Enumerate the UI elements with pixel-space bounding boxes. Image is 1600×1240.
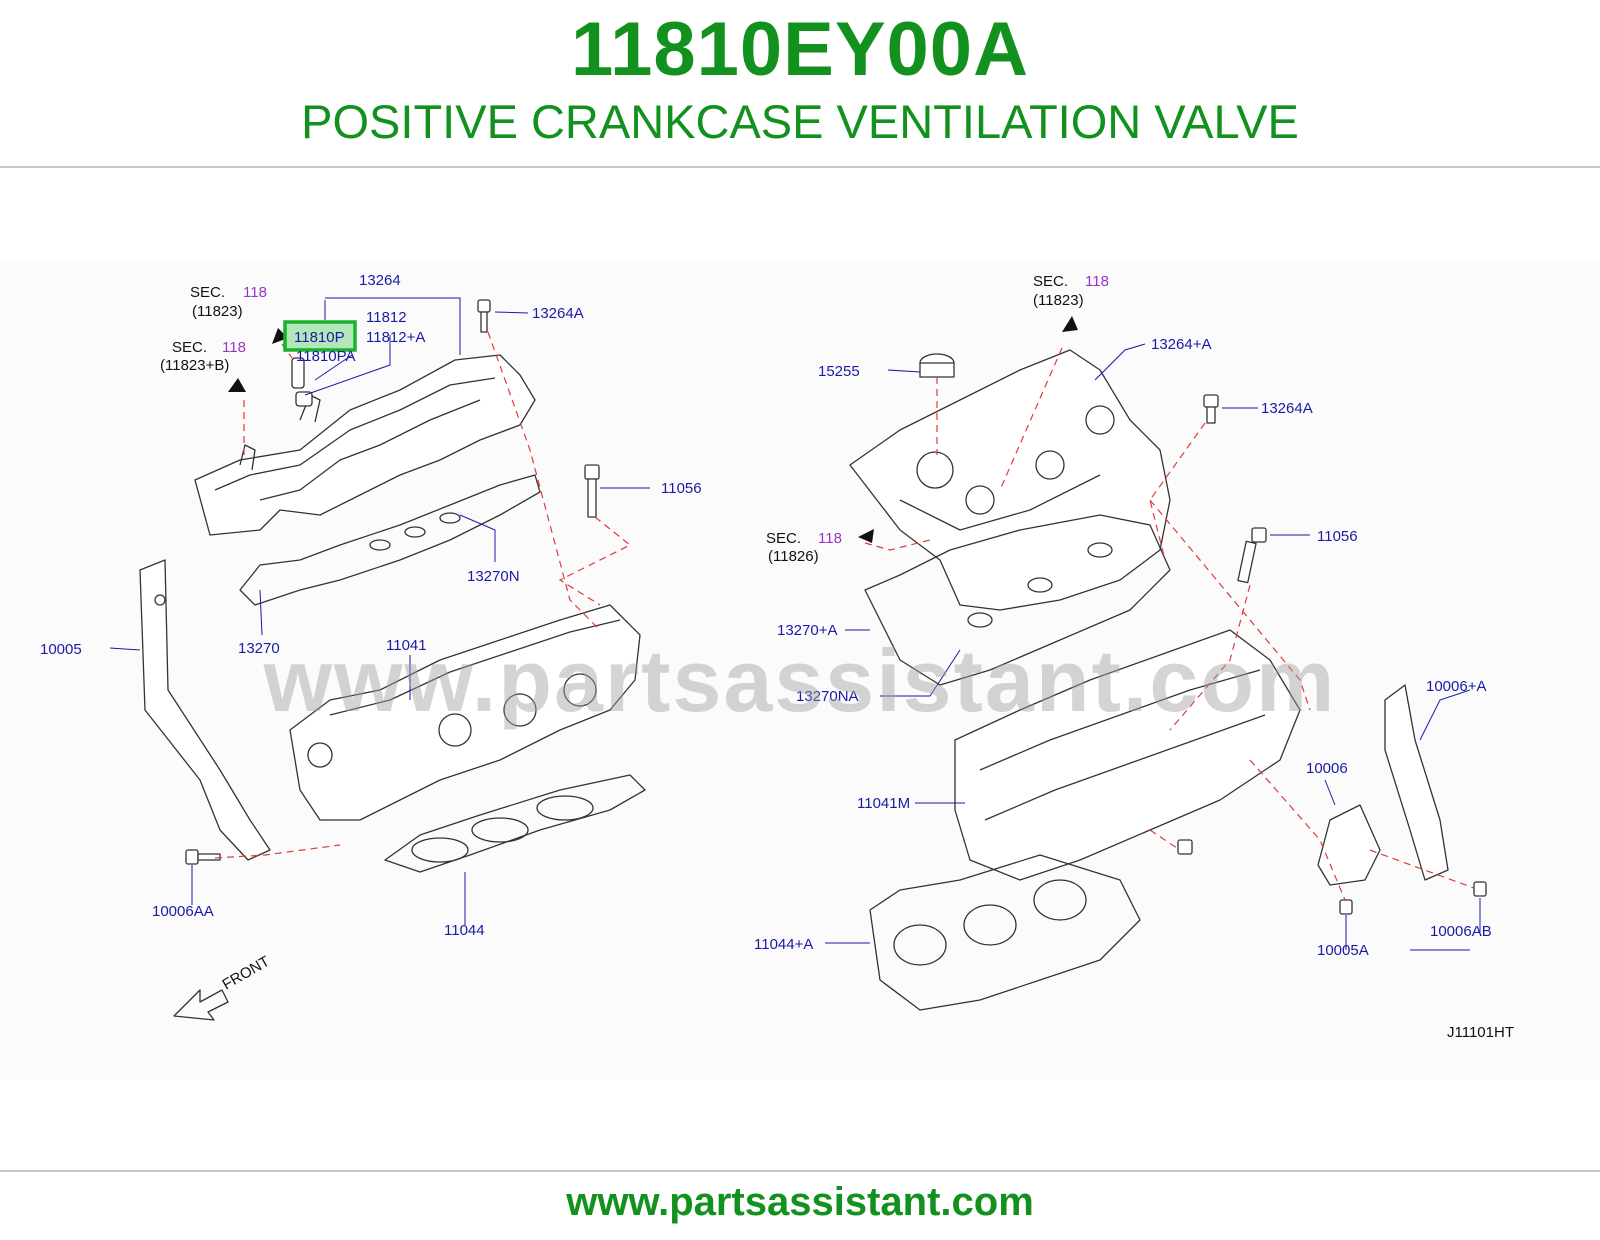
sec-ref: (11823) (1033, 292, 1084, 309)
right-bracket-10006 (1317, 804, 1381, 886)
part-label-10006ab[interactable]: 10006AB (1430, 923, 1492, 940)
footer-url-link[interactable]: www.partsassistant.com (566, 1180, 1034, 1224)
part-label-13264a[interactable]: 13264A (1261, 400, 1313, 417)
sec-arrow-icon (858, 529, 874, 543)
page-header: 11810EY00A POSITIVE CRANKCASE VENTILATIO… (0, 0, 1600, 170)
part-label-10005[interactable]: 10005 (40, 641, 82, 658)
part-label-11810pa[interactable]: 11810PA (296, 348, 356, 365)
sec-ref: (11823) (192, 303, 243, 320)
sec-number: 118 (1085, 273, 1109, 290)
part-label-15255[interactable]: 15255 (818, 363, 860, 380)
right-cylinder-head (954, 629, 1301, 881)
part-label-11044-a[interactable]: 11044+A (754, 936, 813, 953)
svg-text:SEC.: SEC. (190, 284, 225, 301)
part-label-13270na[interactable]: 13270NA (796, 688, 859, 705)
right-valve-cover (849, 349, 1171, 611)
part-label-13264a[interactable]: 13264A (532, 305, 584, 322)
sec-arrow-icon (228, 378, 246, 392)
front-arrow-icon (173, 989, 229, 1021)
part-number-title: 11810EY00A (571, 7, 1029, 92)
part-label-13270[interactable]: 13270 (238, 640, 280, 657)
highlight-box (283, 320, 357, 352)
part-label-13264[interactable]: 13264 (359, 272, 401, 289)
part-label-11810p[interactable]: 11810P (294, 329, 345, 346)
part-label-10006[interactable]: 10006 (1306, 760, 1348, 777)
pcv-valve-shape (291, 357, 305, 389)
sec-number: 118 (243, 284, 267, 301)
parts-diagram: SEC. 118 (11823) SEC. 118 (11823+B) 1326… (0, 260, 1600, 1080)
part-label-10005a[interactable]: 10005A (1317, 942, 1369, 959)
sec-arrow-icon (1062, 316, 1078, 332)
part-label-11056-right[interactable]: 11056 (1317, 528, 1358, 545)
sec-label: SEC. (1033, 273, 1068, 290)
diagram-code: J11101HT (1447, 1024, 1514, 1041)
sec-number: 118 (818, 530, 842, 547)
right-head-gasket (869, 854, 1141, 1011)
left-bolt-11056 (587, 478, 597, 518)
left-cylinder-head (289, 604, 641, 821)
part-label-11812[interactable]: 11812 (366, 309, 407, 326)
bottom-divider (0, 1170, 1600, 1172)
sec-label: SEC. (190, 284, 225, 301)
part-label-11056[interactable]: 11056 (661, 480, 702, 497)
sec-arrow-icon (272, 328, 288, 344)
sec-label: SEC. (172, 339, 207, 356)
part-label-11041[interactable]: 11041 (386, 637, 427, 654)
part-label-13264-a[interactable]: 13264+A (1151, 336, 1211, 353)
part-label-10006aa[interactable]: 10006AA (152, 903, 214, 920)
part-name-subtitle: POSITIVE CRANKCASE VENTILATION VALVE (301, 95, 1299, 148)
part-label-11812a[interactable]: 11812+A (366, 329, 425, 346)
right-bolt-11056 (1237, 540, 1257, 584)
part-label-11041m[interactable]: 11041M (857, 795, 910, 812)
left-bracket-10005 (139, 559, 271, 861)
left-cover-gasket (239, 474, 541, 606)
part-label-11044[interactable]: 11044 (444, 922, 485, 939)
part-label-13270n[interactable]: 13270N (467, 568, 520, 585)
part-label-13270-a[interactable]: 13270+A (777, 622, 837, 639)
sec-label: SEC. (766, 530, 801, 547)
left-valve-cover (194, 354, 536, 536)
sec-ref: (11826) (768, 548, 819, 565)
top-divider (0, 166, 1600, 168)
right-cover-gasket (864, 514, 1171, 686)
sec-ref: (11823+B) (160, 357, 229, 374)
sec-number: 118 (222, 339, 246, 356)
right-bracket-10006a (1384, 684, 1449, 881)
part-label-10006-a[interactable]: 10006+A (1426, 678, 1486, 695)
